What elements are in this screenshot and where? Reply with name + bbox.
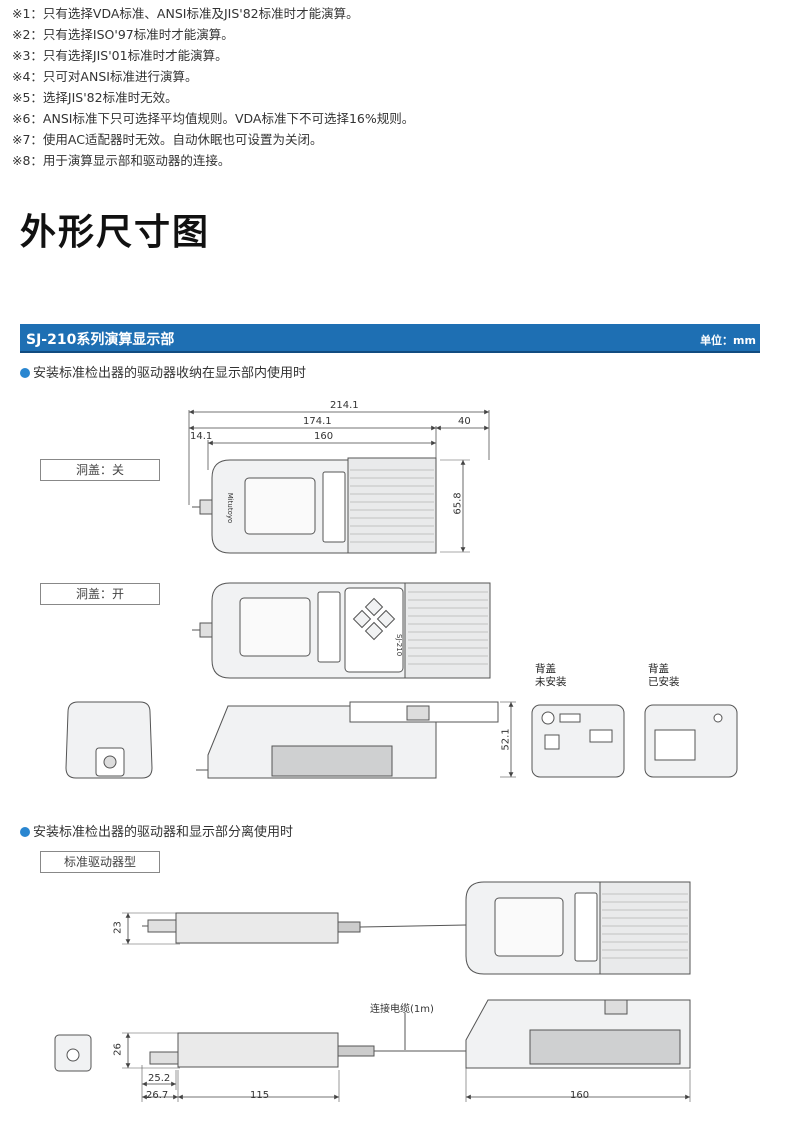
driver-side-view <box>149 1032 466 1068</box>
device-top-closed <box>192 457 437 554</box>
dim-display-len: 160 <box>570 1090 590 1101</box>
subsection-stowed: 安装标准检出器的驱动器收纳在显示部内使用时 <box>20 362 306 381</box>
note-4: ※4：只可对ANSI标准进行演算。 <box>12 69 198 84</box>
dim-height: 52.1 <box>500 728 512 751</box>
label-std-driver: 标准驱动器型 <box>40 851 160 873</box>
section-header: SJ-210系列演算显示部 单位：mm <box>20 324 760 353</box>
device-side-view <box>196 701 499 779</box>
brand-mark: Mitutoyo <box>226 493 234 524</box>
note-1: ※1：只有选择VDA标准、ANSI标准及JIS'82标准时才能演算。 <box>12 6 359 21</box>
subsection-stowed-text: 安装标准检出器的驱动器收纳在显示部内使用时 <box>33 366 307 381</box>
device-top-open <box>192 582 491 679</box>
label-cover-open: 洞盖：开 <box>40 583 160 605</box>
note-7: ※7：使用AC适配器时无效。自动休眠也可设置为关闭。 <box>12 132 323 147</box>
note-5: ※5：选择JIS'82标准时无效。 <box>12 90 178 105</box>
driver-top-view <box>142 912 467 944</box>
dim-depth: 65.8 <box>452 492 464 515</box>
bullet-icon <box>20 368 30 378</box>
note-2: ※2：只有选择ISO'97标准时才能演算。 <box>12 27 234 42</box>
back-cover-on-line2: 已安装 <box>648 676 680 688</box>
display-side-view <box>404 999 691 1069</box>
dim-unit-len: 160 <box>314 431 334 442</box>
dim-off2: 26.7 <box>146 1090 169 1101</box>
dim-driver-h: 26 <box>112 1043 124 1056</box>
dim-stowed-extra: 40 <box>458 416 471 427</box>
back-cover-off-line1: 背盖 <box>535 663 556 675</box>
back-cover-on-label: 背盖 已安装 <box>648 663 680 689</box>
unit-label: 单位：mm <box>700 334 756 347</box>
dim-total-width: 214.1 <box>330 400 359 411</box>
dim-stylus: 14.1 <box>190 431 213 442</box>
device-end-view <box>65 701 153 779</box>
subsection-separate-text: 安装标准检出器的驱动器和显示部分离使用时 <box>33 825 294 840</box>
cable-label: 连接电缆(1m) <box>370 1004 434 1015</box>
note-3: ※3：只有选择JIS'01标准时才能演算。 <box>12 48 228 63</box>
subsection-separate: 安装标准检出器的驱动器和显示部分离使用时 <box>20 821 293 840</box>
back-cover-off-line2: 未安装 <box>535 676 567 688</box>
model-mark: SJ-210 <box>395 634 403 657</box>
bullet-icon <box>20 827 30 837</box>
dim-off1: 25.2 <box>148 1073 171 1084</box>
dim-body-width: 174.1 <box>303 416 332 427</box>
dim-driver-dia: 23 <box>112 921 124 934</box>
driver-end-view <box>54 1034 92 1072</box>
dim-driver-len: 115 <box>250 1090 270 1101</box>
display-top-view <box>465 881 691 975</box>
label-cover-closed: 洞盖：关 <box>40 459 160 481</box>
back-cover-on-line1: 背盖 <box>648 663 669 675</box>
note-6: ※6：ANSI标准下只可选择平均值规则。VDA标准下不可选择16%规则。 <box>12 111 415 126</box>
page-title: 外形尺寸图 <box>20 212 211 253</box>
back-cover-off-label: 背盖 未安装 <box>535 663 567 689</box>
section-title: SJ-210系列演算显示部 <box>26 332 175 348</box>
note-8: ※8：用于演算显示部和驱动器的连接。 <box>12 153 231 168</box>
back-view-closed <box>644 704 738 778</box>
back-view-open <box>531 704 625 778</box>
